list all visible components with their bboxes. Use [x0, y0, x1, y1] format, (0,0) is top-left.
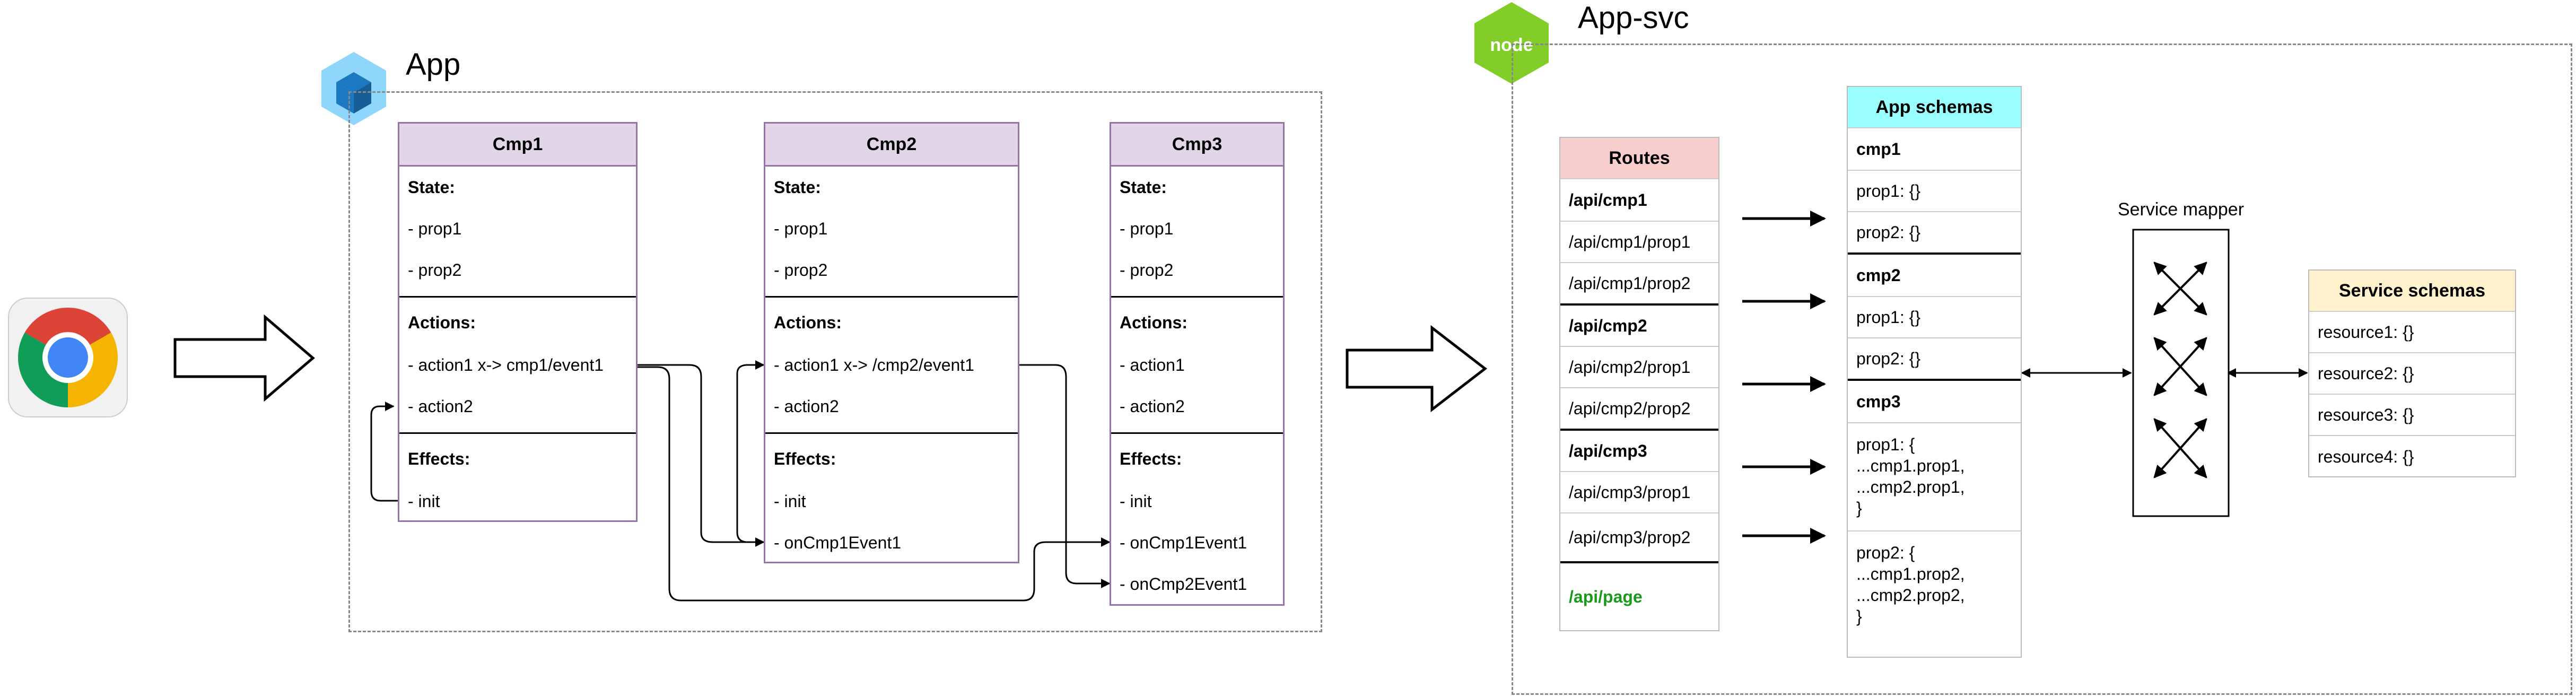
routes-header: Routes: [1560, 138, 1718, 179]
svc-container: [1512, 43, 2572, 695]
chrome-icon: [8, 298, 128, 417]
cmp2-action2: - action2: [774, 397, 839, 416]
cmp1-effects-label: Effects:: [408, 449, 470, 468]
cmp2-state-label: State:: [774, 178, 821, 197]
service-schemas-header: Service schemas: [2309, 271, 2515, 312]
route-cmp1-prop2: /api/cmp1/prop2: [1560, 263, 1718, 306]
route-page: /api/page: [1569, 587, 1643, 606]
cmp1-effect-init: - init: [408, 492, 440, 511]
cmp3-state-prop1: - prop1: [1120, 219, 1174, 238]
cmp3-header: Cmp3: [1111, 124, 1283, 167]
component-cmp3: Cmp3 State: - prop1 - prop2 Actions: - a…: [1110, 122, 1285, 606]
service-resource3: resource3: {}: [2309, 395, 2515, 436]
route-cmp2-prop2: /api/cmp2/prop2: [1560, 388, 1718, 431]
schema-cmp1-prop2: prop2: {}: [1848, 212, 2021, 255]
schema-cmp1-title: cmp1: [1848, 128, 2021, 171]
component-cmp1: Cmp1 State: - prop1 - prop2 Actions: - a…: [398, 122, 638, 522]
event-cmp1-to-cmp3: [636, 366, 1111, 602]
cmp3-effects-label: Effects:: [1120, 449, 1182, 468]
cmp2-effect-init: - init: [774, 492, 806, 511]
cmp1-state-prop2: - prop2: [408, 260, 462, 280]
cmp1-action2: - action2: [408, 397, 473, 416]
app-schemas-header: App schemas: [1848, 87, 2021, 128]
cmp3-effect-oncmp2event1: - onCmp2Event1: [1120, 574, 1247, 594]
schema-cmp2-title: cmp2: [1848, 255, 2021, 297]
service-mapper-label: Service mapper: [2117, 199, 2245, 220]
schema-cmp3-prop2: prop2: { ...cmp1.prop2, ...cmp2.prop2, }: [1856, 543, 1965, 626]
loop-cmp2-init-to-action1: [736, 360, 765, 543]
cmp2-actions-label: Actions:: [774, 313, 842, 332]
routes-table: Routes /api/cmp1 /api/cmp1/prop1 /api/cm…: [1559, 137, 1719, 631]
cmp3-divider-2: [1111, 432, 1283, 434]
svc-group-title: App-svc: [1578, 1, 1689, 35]
cmp1-action1: - action1 x-> cmp1/event1: [408, 355, 604, 374]
app-container: [348, 91, 1322, 632]
service-resource1: resource1: {}: [2309, 312, 2515, 353]
service-resource2: resource2: {}: [2309, 353, 2515, 395]
app-schemas-table: App schemas cmp1 prop1: {} prop2: {} cmp…: [1847, 86, 2022, 658]
cmp1-state-prop1: - prop1: [408, 219, 462, 238]
service-resource4: resource4: {}: [2318, 447, 2414, 466]
event-cmp1-to-cmp2: [636, 364, 765, 547]
event-cmp2-to-cmp3: [1018, 364, 1111, 588]
cmp1-divider-2: [399, 432, 636, 434]
route-cmp1-prop1: /api/cmp1/prop1: [1560, 222, 1718, 263]
cmp3-divider-1: [1111, 296, 1283, 298]
cmp3-effect-init: - init: [1120, 492, 1152, 511]
cmp2-header: Cmp2: [765, 124, 1018, 167]
route-cmp2: /api/cmp2: [1560, 306, 1718, 347]
route-cmp3: /api/cmp3: [1560, 431, 1718, 472]
cmp2-divider-2: [765, 432, 1018, 434]
cmp2-state-prop2: - prop2: [774, 260, 828, 280]
cmp1-divider-1: [399, 296, 636, 298]
cmp1-actions-label: Actions:: [408, 313, 476, 332]
cmp3-action2: - action2: [1120, 397, 1185, 416]
schema-cmp1-prop1: prop1: {}: [1848, 171, 2021, 212]
cmp1-header: Cmp1: [399, 124, 636, 167]
cmp3-state-label: State:: [1120, 178, 1167, 197]
component-cmp2: Cmp2 State: - prop1 - prop2 Actions: - a…: [764, 122, 1019, 563]
cmp2-state-prop1: - prop1: [774, 219, 828, 238]
schema-cmp3-prop1: prop1: { ...cmp1.prop1, ...cmp2.prop1, }: [1848, 423, 2021, 532]
mapper-cross-arrows: [2153, 262, 2207, 478]
flow-arrow-app-to-svc: [1346, 325, 1488, 413]
cmp2-effect-oncmp1event1: - onCmp1Event1: [774, 533, 902, 552]
route-cmp3-prop2: /api/cmp3/prop2: [1560, 513, 1718, 563]
cmp3-state-prop2: - prop2: [1120, 260, 1174, 280]
cmp2-action1: - action1 x-> /cmp2/event1: [774, 355, 974, 374]
schema-cmp2-prop1: prop1: {}: [1848, 297, 2021, 338]
cmp1-state-label: State:: [408, 178, 455, 197]
cmp2-divider-1: [765, 296, 1018, 298]
route-cmp3-prop1: /api/cmp3/prop1: [1560, 472, 1718, 513]
cmp3-action1: - action1: [1120, 355, 1185, 374]
cmp3-actions-label: Actions:: [1120, 313, 1187, 332]
schema-cmp3-title: cmp3: [1848, 381, 2021, 423]
flow-arrow-browser-to-app: [173, 314, 315, 402]
route-cmp1: /api/cmp1: [1560, 179, 1718, 222]
webpack-icon: [321, 52, 386, 125]
schema-cmp2-prop2: prop2: {}: [1848, 338, 2021, 381]
loop-cmp1-init-to-action2: [370, 402, 398, 502]
app-group-title: App: [406, 47, 461, 82]
service-schemas-table: Service schemas resource1: {} resource2:…: [2308, 269, 2516, 477]
cmp2-effects-label: Effects:: [774, 449, 836, 468]
cmp3-effect-oncmp1event1: - onCmp1Event1: [1120, 533, 1247, 552]
route-cmp2-prop1: /api/cmp2/prop1: [1560, 347, 1718, 388]
